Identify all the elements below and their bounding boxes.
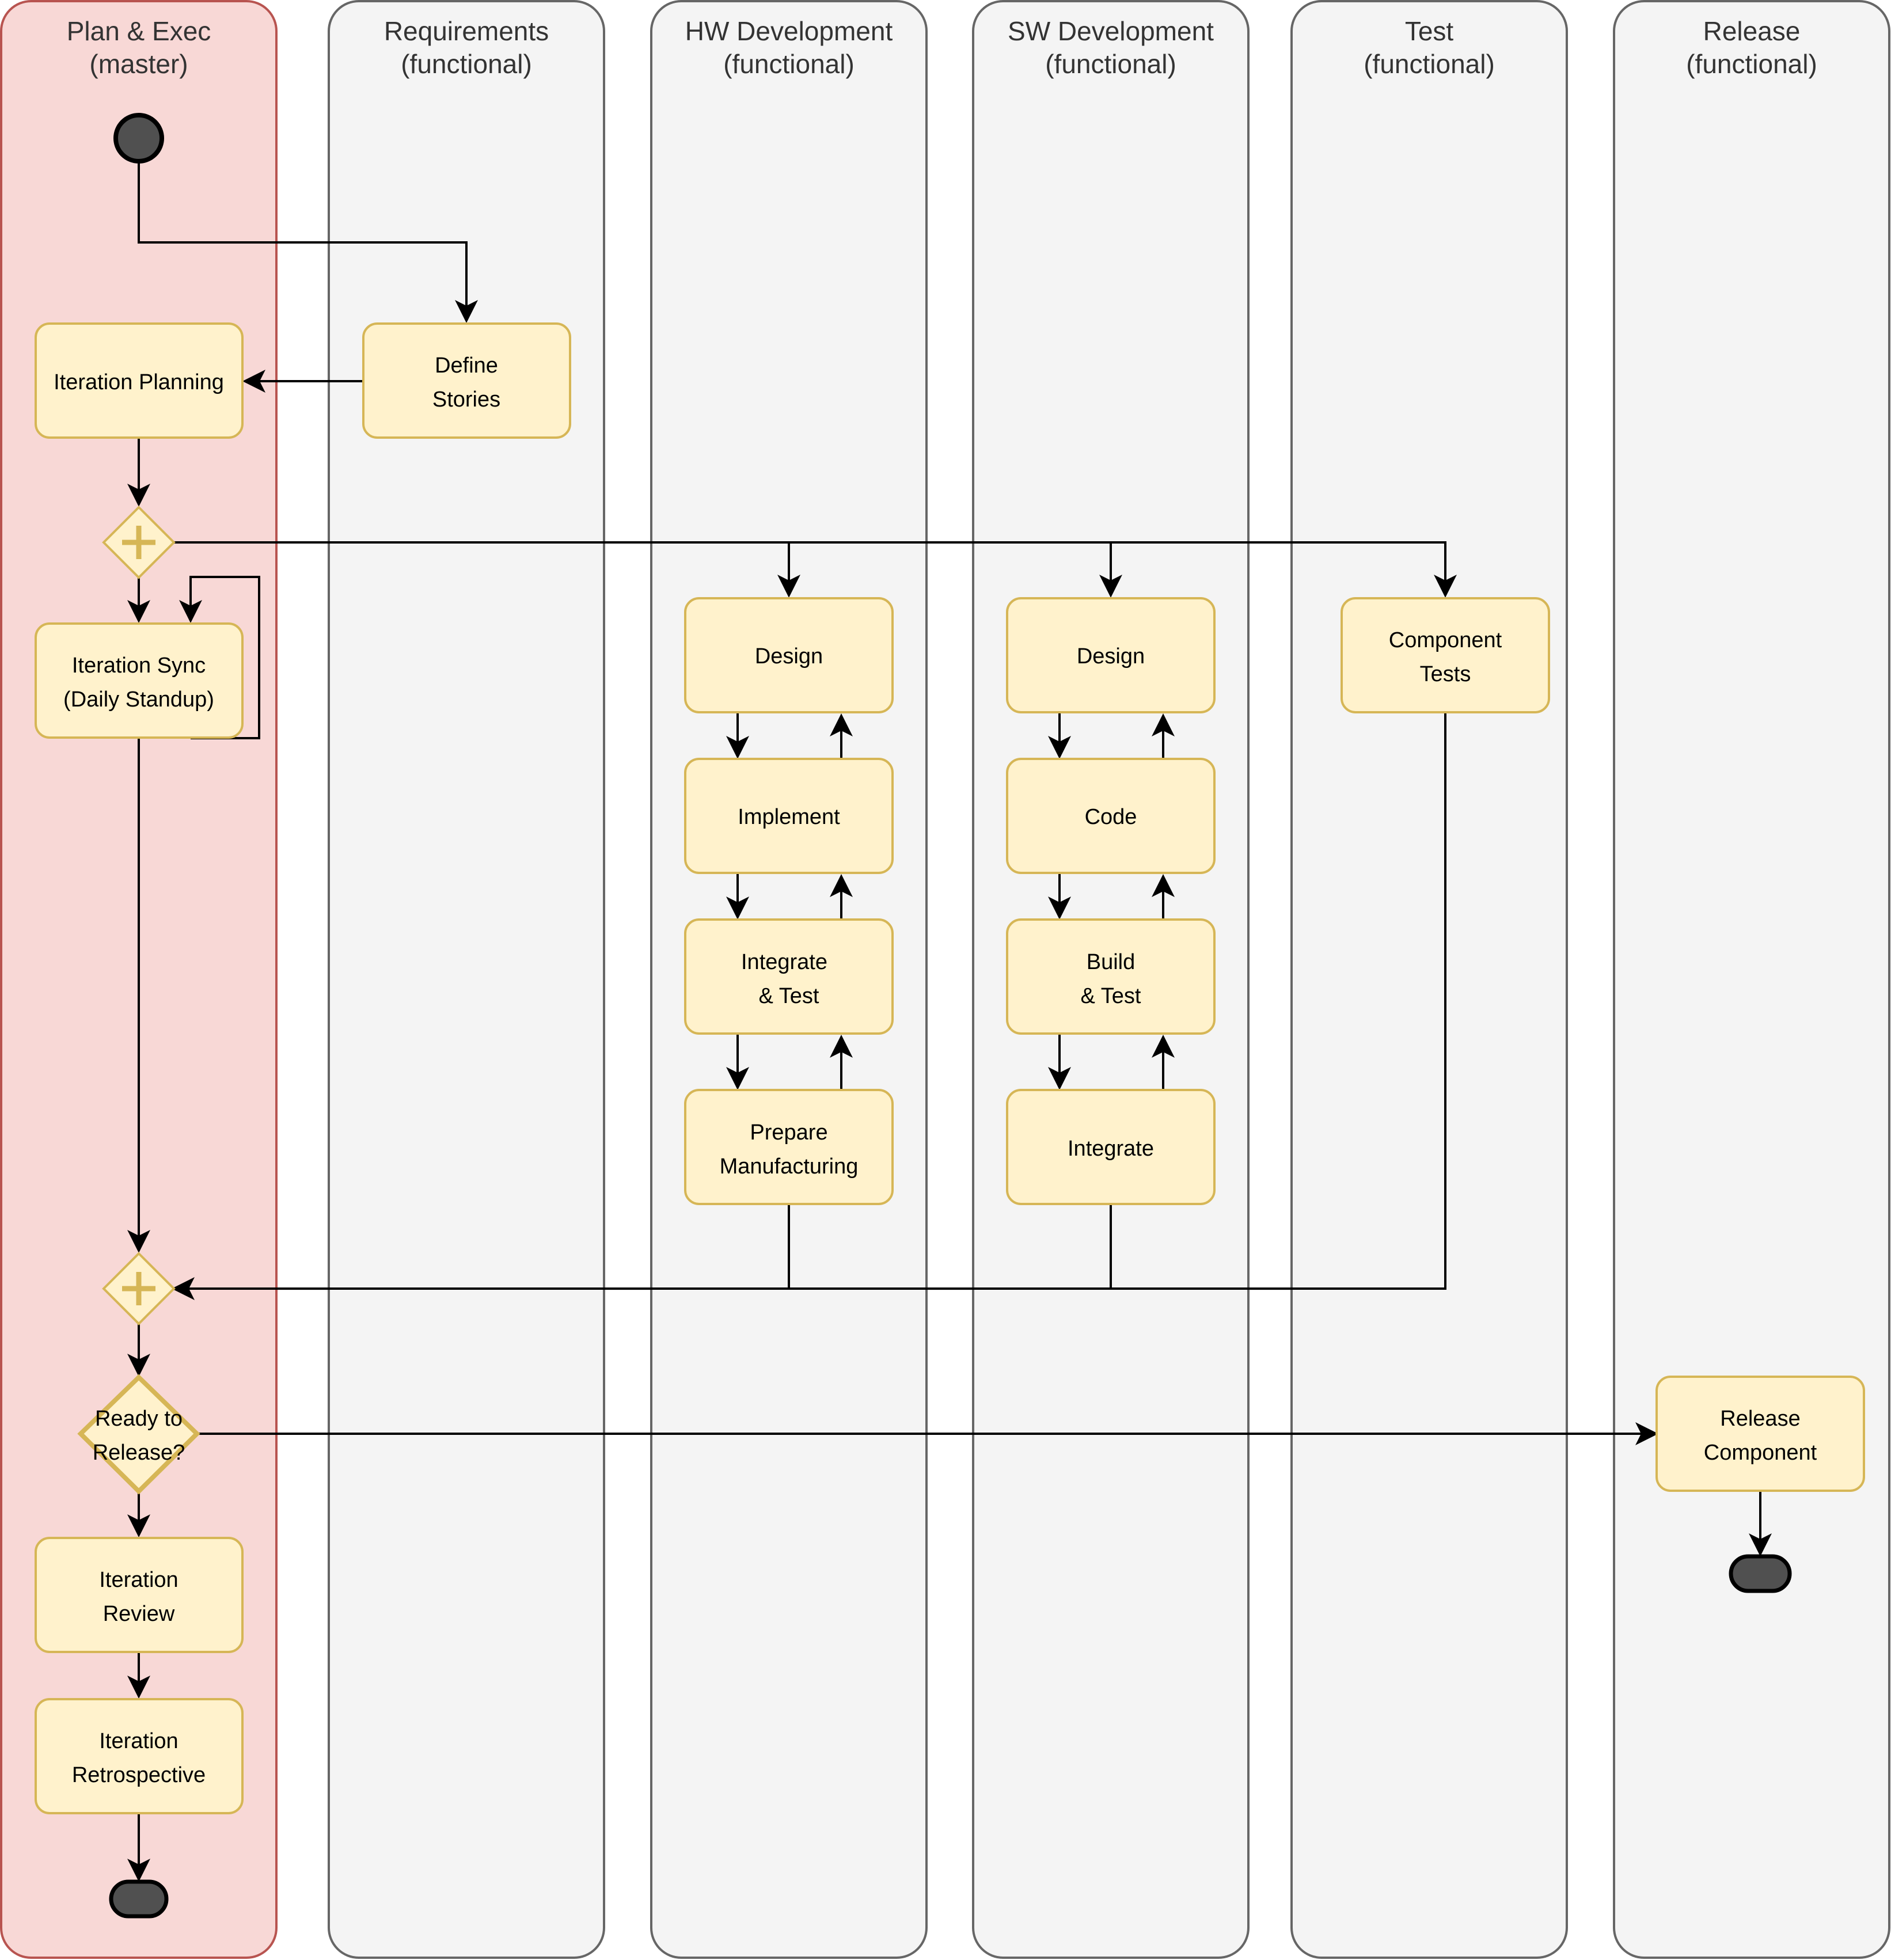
task-sw-code-label: Code	[1085, 805, 1137, 829]
task-iteration-sync[interactable]: Iteration Sync(Daily Standup)	[35, 622, 244, 739]
task-iteration-planning-label: Iteration Planning	[54, 370, 224, 394]
end-event-release[interactable]	[1729, 1554, 1792, 1593]
lane-test-title: Test(functional)	[1364, 16, 1495, 79]
lane-test: Test(functional)	[1290, 0, 1568, 1959]
task-iteration-planning[interactable]: Iteration Planning	[35, 322, 244, 439]
lane-sw-development-title: SW Development(functional)	[1008, 16, 1214, 79]
lane-release: Release(functional)	[1613, 0, 1890, 1959]
start-event[interactable]	[113, 113, 164, 164]
fork-gateway[interactable]	[102, 506, 176, 579]
lane-requirements-body	[328, 0, 605, 1959]
plus-icon	[122, 1272, 155, 1305]
edge-component-tests-to-join	[172, 713, 1446, 1300]
lane-release-title: Release(functional)	[1686, 16, 1817, 79]
task-sw-build-test[interactable]: Build& Test	[1006, 918, 1216, 1035]
task-hw-integrate-test[interactable]: Integrate& Test	[684, 918, 894, 1035]
task-sw-integrate[interactable]: Integrate	[1006, 1089, 1216, 1205]
task-sw-design-label: Design	[1077, 644, 1145, 668]
edge-start-to-define-stories	[138, 162, 478, 323]
lane-requirements-title: Requirements(functional)	[384, 16, 549, 79]
task-hw-integrate-test-label: Integrate& Test	[741, 950, 827, 1008]
connectors	[127, 162, 1772, 1882]
task-sw-design[interactable]: Design	[1006, 597, 1216, 713]
end-event-plan[interactable]	[109, 1879, 169, 1919]
task-hw-design-label: Design	[755, 644, 823, 668]
task-iteration-sync-label: Iteration Sync(Daily Standup)	[63, 654, 214, 712]
task-hw-implement-label: Implement	[738, 805, 840, 829]
task-sw-build-test-label: Build& Test	[1081, 950, 1141, 1008]
lane-test-body	[1290, 0, 1568, 1959]
lane-release-body	[1613, 0, 1890, 1959]
task-sw-integrate-label: Integrate	[1068, 1137, 1154, 1161]
edge-fork-to-component-tests	[1111, 541, 1457, 598]
lane-requirements: Requirements(functional)	[328, 0, 605, 1959]
lane-hw-development-title: HW Development(functional)	[685, 16, 893, 79]
lane-plan-exec-title: Plan & Exec(master)	[67, 16, 211, 79]
edge-iteration-sync-self-loop	[179, 576, 260, 739]
plus-icon	[122, 526, 155, 559]
task-hw-implement[interactable]: Implement	[684, 758, 894, 874]
task-hw-design[interactable]: Design	[684, 597, 894, 713]
task-sw-code[interactable]: Code	[1006, 758, 1216, 874]
join-gateway[interactable]	[102, 1252, 176, 1325]
